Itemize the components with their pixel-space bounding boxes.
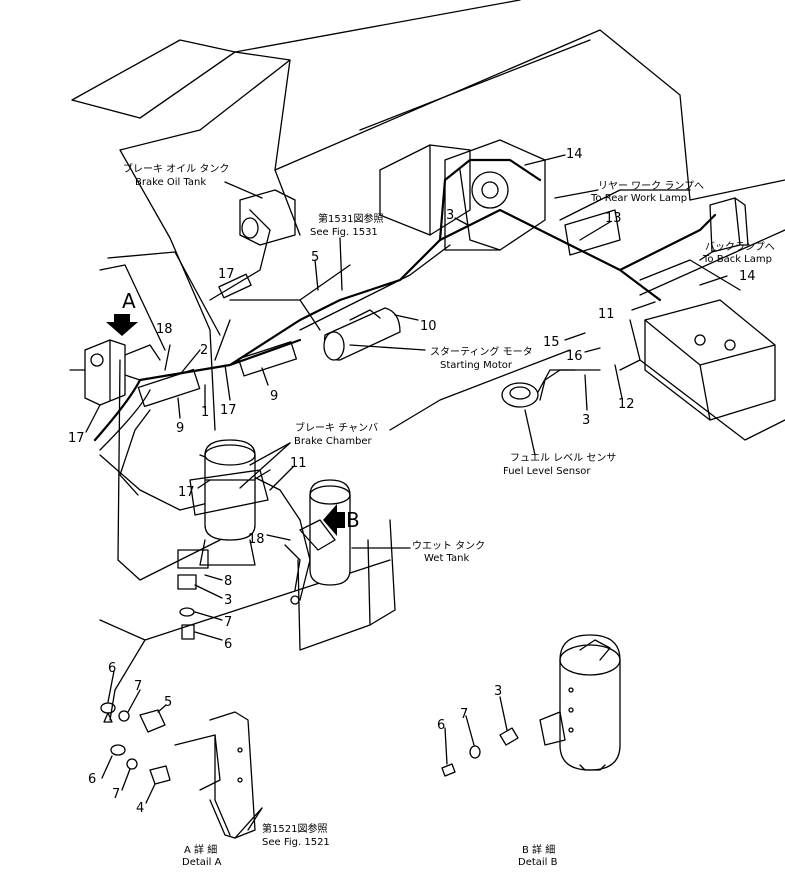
view-b-arrow-icon	[323, 504, 345, 536]
view-a-arrow-icon	[106, 314, 138, 336]
callout-16: 16	[566, 349, 583, 364]
callout-7: 7	[134, 679, 142, 694]
callout-5: 5	[311, 250, 319, 265]
detail-a-jp-label: A 詳 細	[184, 843, 217, 856]
callout-7: 7	[460, 707, 468, 722]
callout-3: 3	[494, 684, 502, 699]
starting-motor-en-label: Starting Motor	[440, 360, 513, 371]
brake-oil-tank-en-label: Brake Oil Tank	[135, 177, 206, 188]
callout-18: 18	[156, 322, 173, 337]
detail-a-en-label: Detail A	[182, 857, 222, 868]
brake-oil-tank-jp-label: ブレーキ オイル タンク	[123, 162, 229, 175]
wiring-harness	[93, 158, 741, 601]
left-switch-assembly	[69, 339, 161, 406]
callout-15: 15	[543, 335, 560, 350]
back-lamp-en-label: To Back Lamp	[702, 254, 772, 265]
wet-tank	[284, 479, 351, 605]
left-brackets	[137, 273, 298, 408]
back-lamp-bracket	[709, 197, 749, 253]
view-b-label: B	[346, 508, 360, 532]
rear-work-lamp-en-label: To Rear Work Lamp	[590, 193, 687, 204]
detail-b-drawing	[441, 634, 621, 777]
callout-2: 2	[200, 343, 208, 358]
callout-14: 14	[739, 269, 756, 284]
callout-1: 1	[201, 405, 209, 420]
lower-left-bracket-stack	[177, 549, 209, 640]
callout-9: 9	[176, 421, 184, 436]
starting-motor	[299, 299, 401, 361]
callout-4: 4	[136, 801, 144, 816]
detail-a-drawing	[100, 702, 263, 839]
engine-block	[379, 139, 546, 251]
see-fig-1531-en-label: See Fig. 1531	[310, 227, 378, 238]
callout-13: 13	[605, 211, 622, 226]
see-fig-1521-jp-label: 第1521図参照	[262, 822, 327, 835]
battery-box	[644, 299, 776, 421]
wet-tank-jp-label: ウエット タンク	[412, 540, 485, 552]
callout-17: 17	[68, 431, 85, 446]
brake-chamber-jp-label: ブレーキ チャンバ	[295, 421, 378, 434]
callout-17: 17	[218, 267, 235, 282]
callout-9: 9	[270, 389, 278, 404]
callout-11: 11	[598, 307, 615, 322]
callout-6: 6	[437, 718, 445, 733]
detail-b-jp-label: B 詳 細	[522, 843, 555, 856]
leader-lines	[85, 154, 728, 804]
see-fig-1521-en-label: See Fig. 1521	[262, 837, 330, 848]
rear-work-lamp-jp-label: リヤー ワーク ランプへ	[598, 180, 704, 192]
callout-18: 18	[248, 532, 265, 547]
callout-3: 3	[224, 593, 232, 608]
callout-6: 6	[88, 772, 96, 787]
see-fig-1531-jp-label: 第1531図参照	[318, 212, 383, 225]
detail-b-en-label: Detail B	[518, 857, 558, 868]
callout-3: 3	[582, 413, 590, 428]
callout-7: 7	[112, 787, 120, 802]
view-a-label: A	[122, 289, 136, 313]
fuel-level-sensor	[501, 369, 576, 408]
callout-8: 8	[224, 574, 232, 589]
brake-chamber-en-label: Brake Chamber	[294, 436, 373, 447]
back-lamp-jp-label: バックランプへ	[705, 241, 775, 253]
callout-6: 6	[108, 661, 116, 676]
brake-oil-tank	[239, 189, 296, 246]
callout-5: 5	[164, 695, 172, 710]
machine-body-outline	[71, 0, 785, 721]
starting-motor-jp-label: スターティング モータ	[430, 345, 533, 358]
fuel-level-sensor-en-label: Fuel Level Sensor	[503, 466, 591, 477]
callout-3: 3	[446, 208, 454, 223]
callout-17: 17	[220, 403, 237, 418]
fuel-level-sensor-jp-label: フュエル レベル センサ	[510, 452, 616, 464]
callout-12: 12	[618, 397, 635, 412]
brake-chamber	[189, 439, 269, 566]
callout-14: 14	[566, 147, 583, 162]
callout-7: 7	[224, 615, 232, 630]
callout-6: 6	[224, 637, 232, 652]
callout-17: 17	[178, 485, 195, 500]
wet-tank-en-label: Wet Tank	[424, 553, 469, 564]
callout-11: 11	[290, 456, 307, 471]
callout-10: 10	[420, 319, 437, 334]
